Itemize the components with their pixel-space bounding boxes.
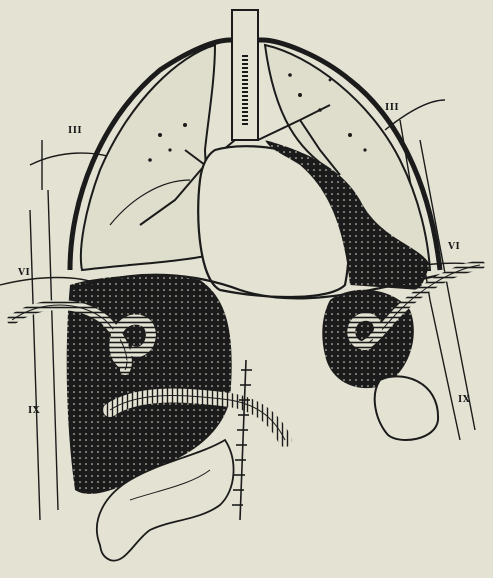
- label-rib-iii-left: III: [68, 126, 82, 136]
- label-rib-iii-right: III: [385, 103, 399, 113]
- gastric-bubble: [375, 376, 438, 440]
- midline-incision: [232, 360, 252, 520]
- trachea: [232, 10, 258, 140]
- label-rib-ix-left: IX: [28, 406, 40, 416]
- label-rib-ix-right: IX: [458, 395, 470, 405]
- label-rib-vi-left: VI: [17, 268, 30, 278]
- label-rib-vi-right: VI: [447, 242, 460, 252]
